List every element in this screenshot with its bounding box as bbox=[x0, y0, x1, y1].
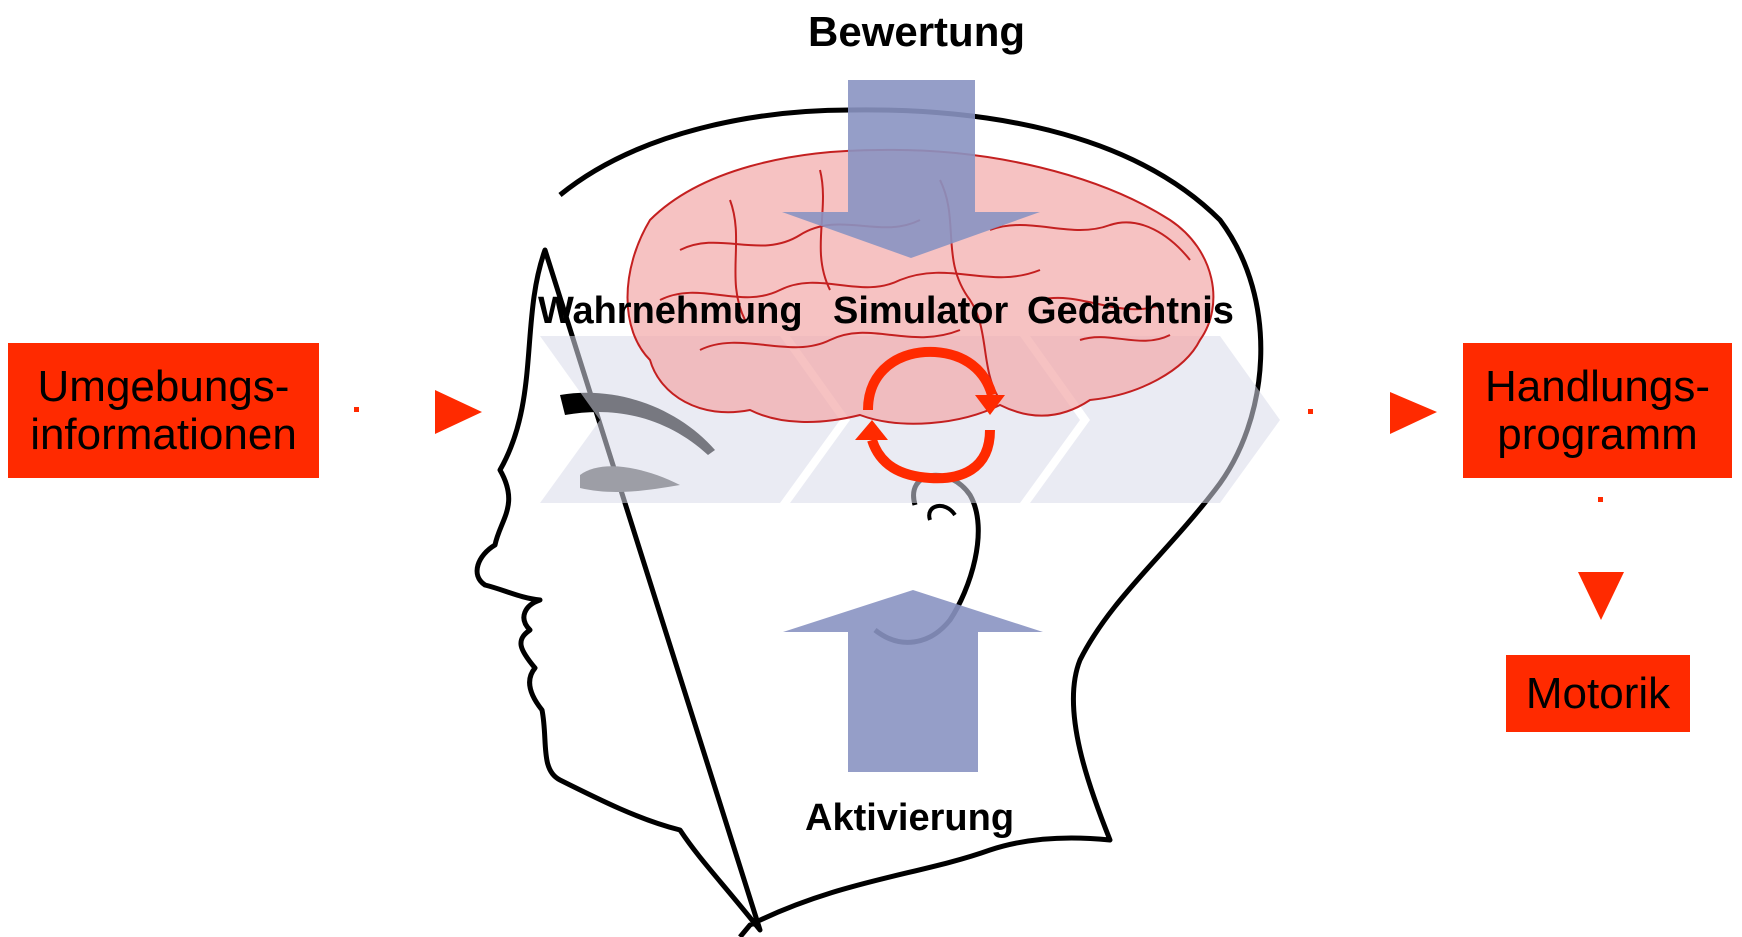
umgebungs-line2: informationen bbox=[30, 410, 297, 459]
handlungs-line2: programm bbox=[1497, 410, 1698, 459]
label-gedaechtnis: Gedächtnis bbox=[1027, 290, 1234, 333]
input-arrow-dot bbox=[354, 407, 359, 412]
umgebungsinformationen-text: Umgebungs- informationen bbox=[30, 363, 297, 459]
ear-inner bbox=[929, 506, 955, 520]
motorik-text: Motorik bbox=[1526, 670, 1670, 718]
motorik-arrowhead bbox=[1578, 572, 1624, 620]
motorik-box: Motorik bbox=[1506, 655, 1690, 732]
output-arrowhead bbox=[1390, 392, 1437, 434]
umgebungsinformationen-box: Umgebungs- informationen bbox=[8, 343, 319, 478]
umgebungs-line1: Umgebungs- bbox=[38, 362, 290, 411]
label-bewertung: Bewertung bbox=[808, 8, 1025, 56]
handlungsprogramm-text: Handlungs- programm bbox=[1485, 363, 1710, 459]
output-arrow-dot bbox=[1308, 409, 1313, 414]
label-wahrnehmung: Wahrnehmung bbox=[538, 290, 803, 333]
motorik-arrow-dot bbox=[1598, 497, 1603, 502]
label-aktivierung: Aktivierung bbox=[805, 797, 1014, 840]
input-arrowhead bbox=[435, 390, 482, 434]
label-simulator: Simulator bbox=[833, 290, 1008, 333]
aktivierung-arrow bbox=[783, 590, 1043, 772]
handlungsprogramm-box: Handlungs- programm bbox=[1463, 343, 1732, 478]
handlungs-line1: Handlungs- bbox=[1485, 362, 1710, 411]
